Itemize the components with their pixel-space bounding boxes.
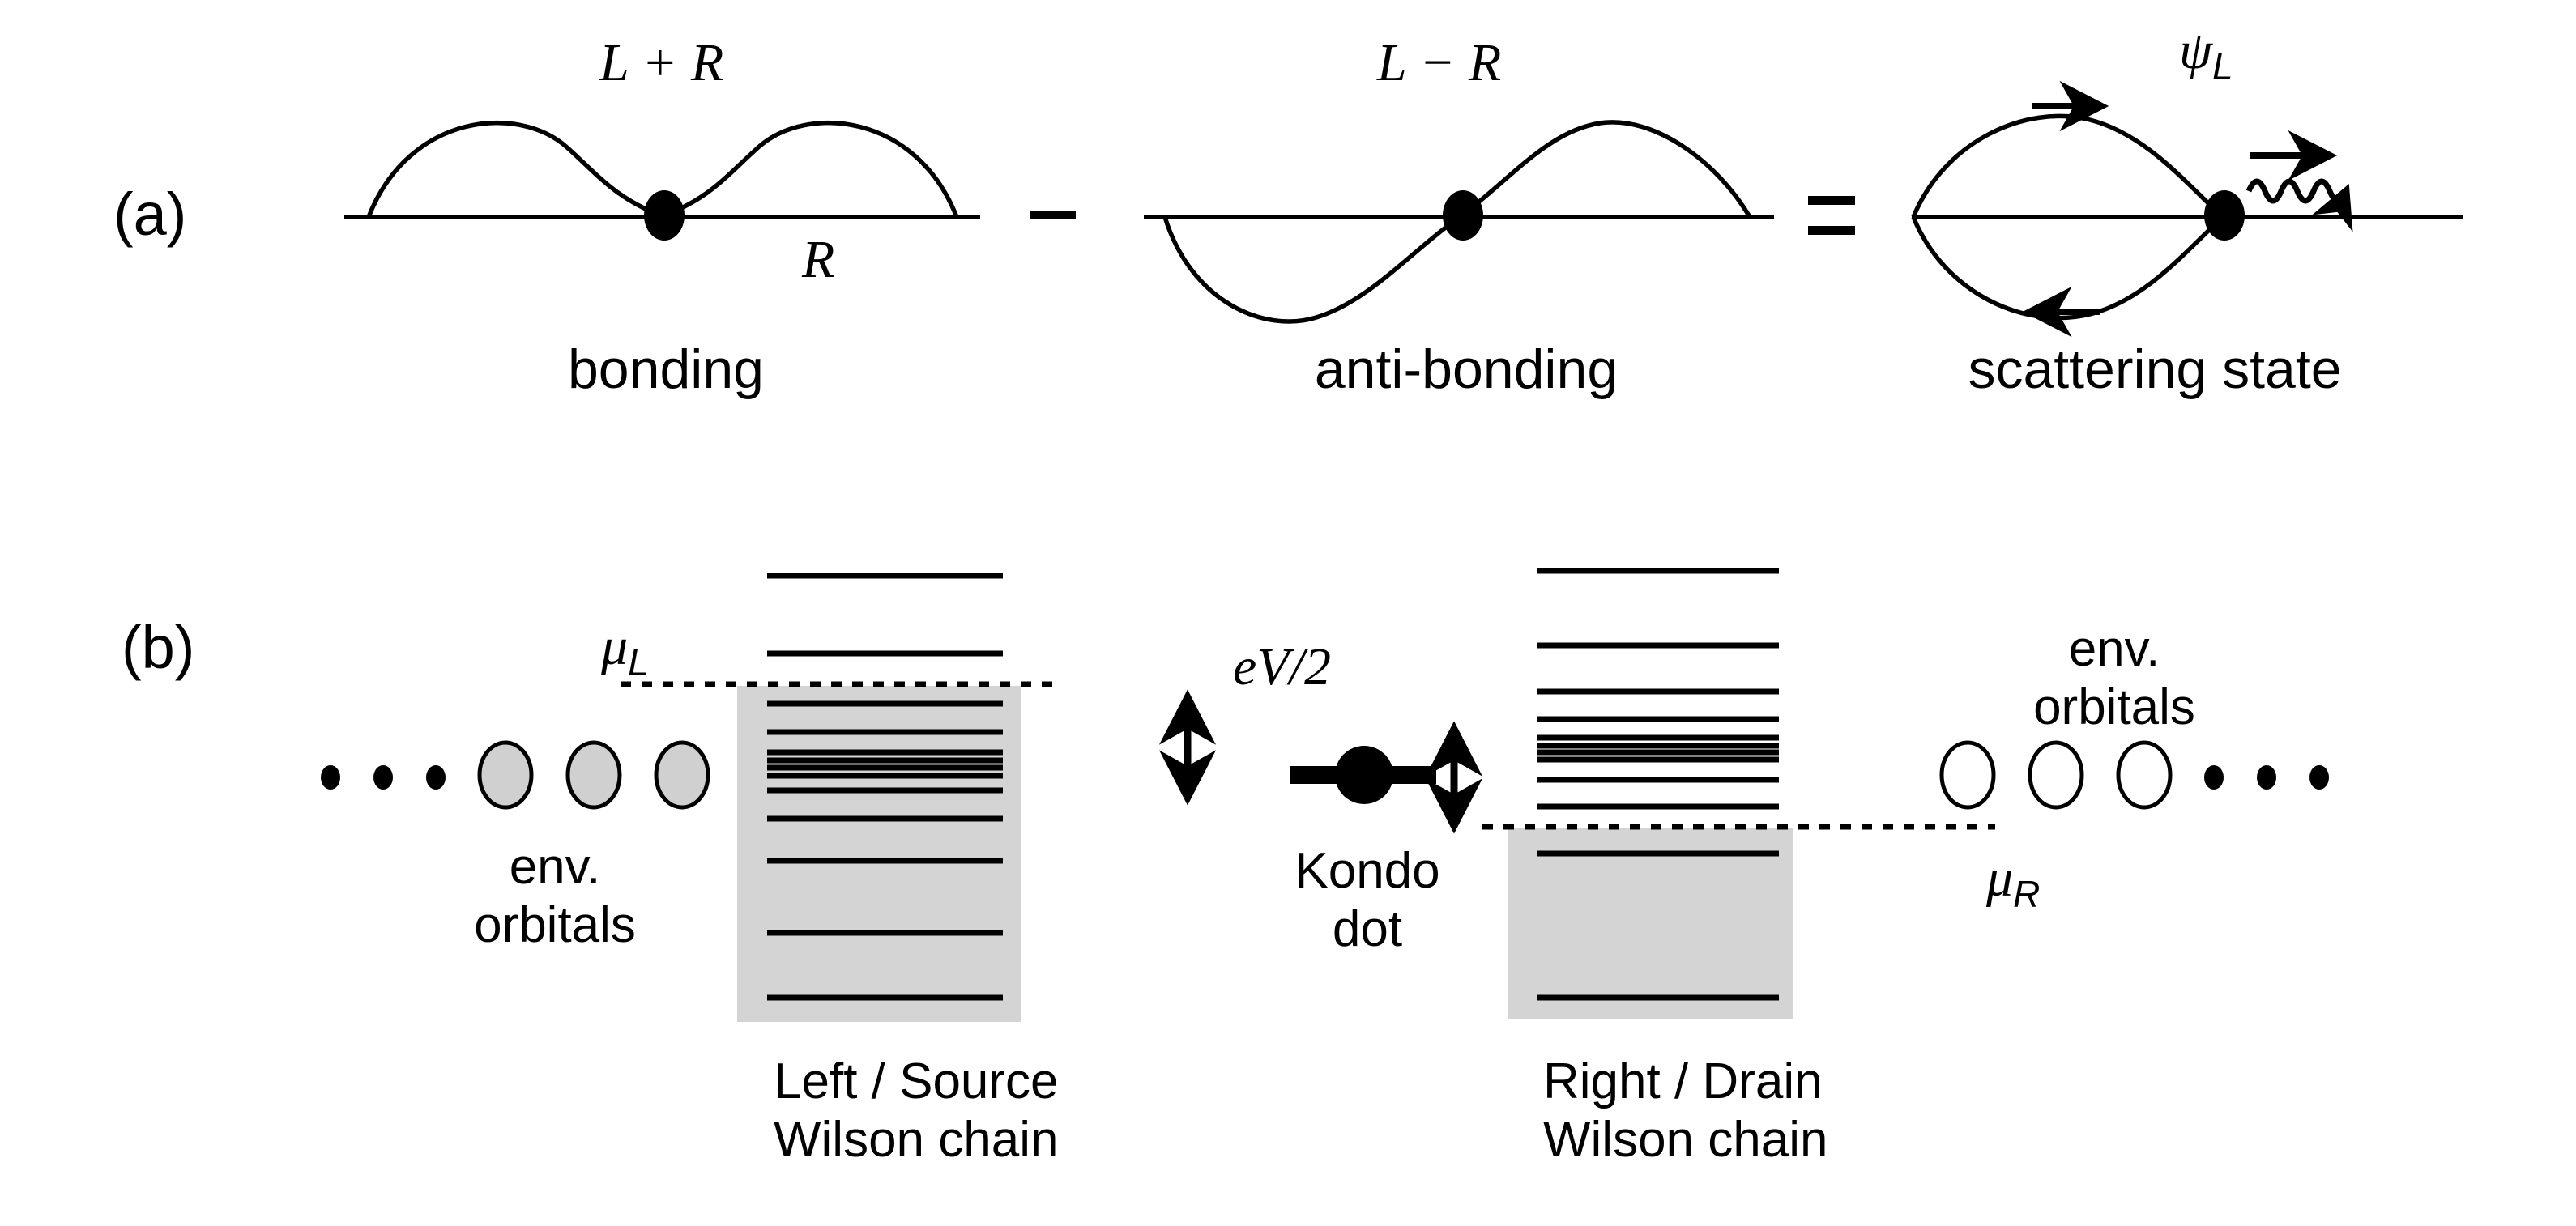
antibonding-impurity-dot	[1443, 190, 1483, 241]
mu-left-subscript: L	[628, 641, 649, 683]
mu-right-label: μR	[1986, 849, 2040, 914]
right-env-label-line1: env.	[2068, 621, 2160, 677]
antibonding-caption: anti-bonding	[1314, 338, 1619, 400]
kondo-dot-label-line1: Kondo	[1294, 843, 1440, 899]
left-env-label-line2: orbitals	[474, 896, 636, 953]
scattering-upper-arc	[1911, 113, 2223, 219]
scattering-caption: scattering state	[1968, 338, 2342, 400]
left-chain-label-line1: Left / Source	[774, 1054, 1059, 1109]
bonding-right-lead-label: R	[802, 230, 835, 289]
bonding-state-label: L + R	[599, 33, 724, 92]
right-wilson-levels	[1537, 568, 1779, 1001]
kondo-dot-label-line2: dot	[1332, 900, 1403, 957]
mu-left-label: μL	[601, 617, 649, 683]
mu-right-subscript: R	[2013, 872, 2041, 915]
scattering-impurity-dot	[2204, 190, 2245, 241]
minus-operator	[1030, 211, 1076, 219]
right-chain-label-line1: Right / Drain	[1543, 1054, 1823, 1109]
equals-operator	[1808, 196, 1855, 235]
kondo-dot-glyph	[1290, 746, 1436, 804]
antibonding-diagram	[1144, 120, 1774, 324]
left-chain-label-line2: Wilson chain	[774, 1111, 1059, 1168]
right-env-label-line2: orbitals	[2033, 679, 2195, 735]
left-env-orbitals	[477, 740, 710, 810]
right-chain-label-line2: Wilson chain	[1543, 1111, 1828, 1168]
bonding-left-lobe	[366, 120, 663, 219]
bonding-impurity-dot	[644, 190, 685, 241]
panel-a-tag: (a)	[113, 181, 187, 248]
mu-right-symbol: μ	[1986, 849, 2014, 908]
panel-b-tag: (b)	[122, 614, 195, 681]
left-env-label-line1: env.	[509, 839, 601, 895]
scattering-lower-arc	[1911, 215, 2223, 321]
mu-left-symbol: μ	[601, 617, 629, 676]
right-env-orbitals	[1939, 740, 2173, 810]
antibonding-state-label: L − R	[1377, 33, 1502, 92]
bonding-diagram	[344, 120, 980, 241]
psi-subscript: L	[2212, 45, 2233, 87]
scattering-state-label: ψL	[2179, 21, 2233, 87]
right-env-label: env.orbitals	[1973, 620, 2256, 737]
wavy-arrow-icon	[2245, 178, 2353, 232]
left-occupied-band	[737, 686, 1021, 1022]
bonding-caption: bonding	[567, 338, 765, 400]
left-wilson-levels	[767, 573, 1003, 1001]
right-occupied-band	[1508, 828, 1793, 1019]
bias-voltage-label: eV/2	[1233, 637, 1331, 696]
left-env-label: env.orbitals	[413, 838, 697, 955]
psi-symbol: ψ	[2179, 21, 2212, 80]
scattering-state-diagram	[1911, 80, 2463, 338]
right-env-ellipsis	[2204, 765, 2329, 790]
left-env-ellipsis	[321, 765, 446, 790]
bonding-right-lobe	[662, 120, 959, 219]
